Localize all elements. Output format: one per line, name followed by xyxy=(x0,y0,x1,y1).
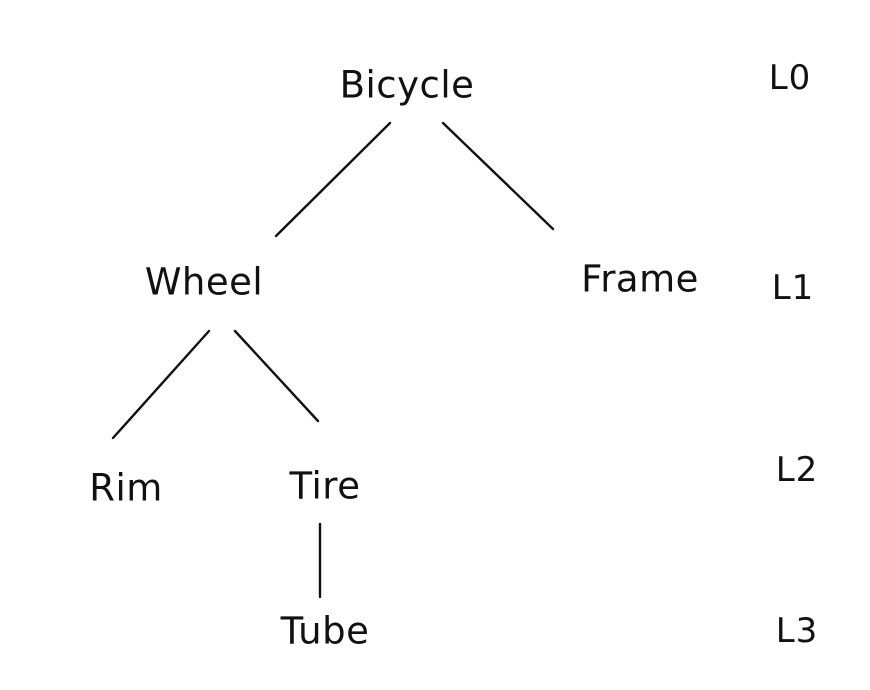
tree-node-wheel[interactable]: Wheel xyxy=(144,260,264,304)
level-label-l2: L2 xyxy=(775,450,819,490)
edge-bicycle-to-frame xyxy=(441,121,555,231)
level-label-l1: L1 xyxy=(771,268,815,308)
edge-wheel-to-tire xyxy=(233,329,320,423)
level-label-l3: L3 xyxy=(775,611,819,651)
tree-node-bicycle[interactable]: Bicycle xyxy=(339,63,475,107)
edge-wheel-to-rim xyxy=(111,329,211,440)
level-label-l0: L0 xyxy=(768,58,812,98)
tree-node-tire[interactable]: Tire xyxy=(289,464,361,508)
tree-node-rim[interactable]: Rim xyxy=(89,466,163,510)
tree-node-frame[interactable]: Frame xyxy=(581,257,699,301)
edge-bicycle-to-wheel xyxy=(274,121,392,238)
tree-node-tube[interactable]: Tube xyxy=(280,609,370,653)
